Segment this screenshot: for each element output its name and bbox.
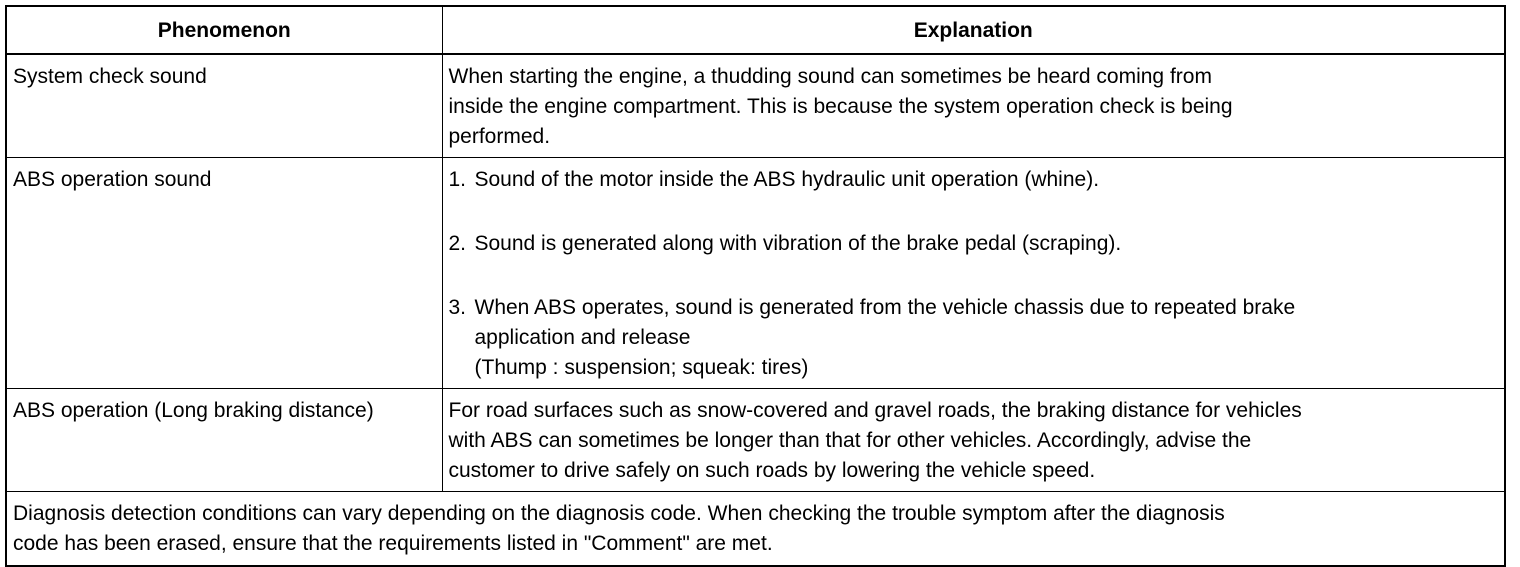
list-item-line: Sound of the motor inside the ABS hydrau… xyxy=(474,168,1100,191)
note-line: Diagnosis detection conditions can vary … xyxy=(13,502,1225,525)
explanation-line: inside the engine compartment. This is b… xyxy=(448,95,1233,118)
explanation-cell: 1. Sound of the motor inside the ABS hyd… xyxy=(441,157,1506,389)
table-row: ABS operation sound 1. Sound of the moto… xyxy=(5,157,1506,389)
header-phenomenon: Phenomenon xyxy=(5,5,443,55)
list-item-number: 1. xyxy=(448,168,467,191)
note-cell: Diagnosis detection conditions can vary … xyxy=(5,491,1506,567)
list-item: 1. Sound of the motor inside the ABS hyd… xyxy=(449,165,1485,195)
list-item: 3. When ABS operates, sound is generated… xyxy=(449,293,1485,383)
phenomenon-cell: System check sound xyxy=(5,53,443,158)
list-item-line: application and release xyxy=(474,326,691,349)
list-item-text: Sound of the motor inside the ABS hydrau… xyxy=(475,165,1485,195)
phenomenon-explanation-table: Phenomenon Explanation System check soun… xyxy=(5,5,1506,567)
header-explanation: Explanation xyxy=(441,5,1506,55)
header-row: Phenomenon Explanation xyxy=(5,5,1506,55)
list-item-line: (Thump : suspension; squeak: tires) xyxy=(474,356,809,379)
explanation-line: For road surfaces such as snow-covered a… xyxy=(448,399,1302,422)
list-item-number: 3. xyxy=(448,296,467,319)
list-item-text: Sound is generated along with vibration … xyxy=(475,229,1485,259)
note-line: code has been erased, ensure that the re… xyxy=(13,532,773,555)
list-item: 2. Sound is generated along with vibrati… xyxy=(449,229,1485,259)
explanation-cell: For road surfaces such as snow-covered a… xyxy=(441,388,1506,492)
explanation-line: with ABS can sometimes be longer than th… xyxy=(448,429,1252,452)
explanation-line: When starting the engine, a thudding sou… xyxy=(448,65,1212,88)
note-row: Diagnosis detection conditions can vary … xyxy=(5,491,1506,567)
phenomenon-cell: ABS operation sound xyxy=(5,157,443,389)
table-row: ABS operation (Long braking distance) Fo… xyxy=(5,388,1506,492)
phenomenon-cell: ABS operation (Long braking distance) xyxy=(5,388,443,492)
list-item-text: When ABS operates, sound is generated fr… xyxy=(475,293,1485,383)
list-item-number: 2. xyxy=(448,232,467,255)
explanation-line: performed. xyxy=(448,125,551,148)
list-item-line: When ABS operates, sound is generated fr… xyxy=(474,296,1296,319)
explanation-line: customer to drive safely on such roads b… xyxy=(448,459,1096,482)
explanation-cell: When starting the engine, a thudding sou… xyxy=(441,53,1506,158)
table-row: System check sound When starting the eng… xyxy=(5,53,1506,158)
list-item-line: Sound is generated along with vibration … xyxy=(474,232,1122,255)
